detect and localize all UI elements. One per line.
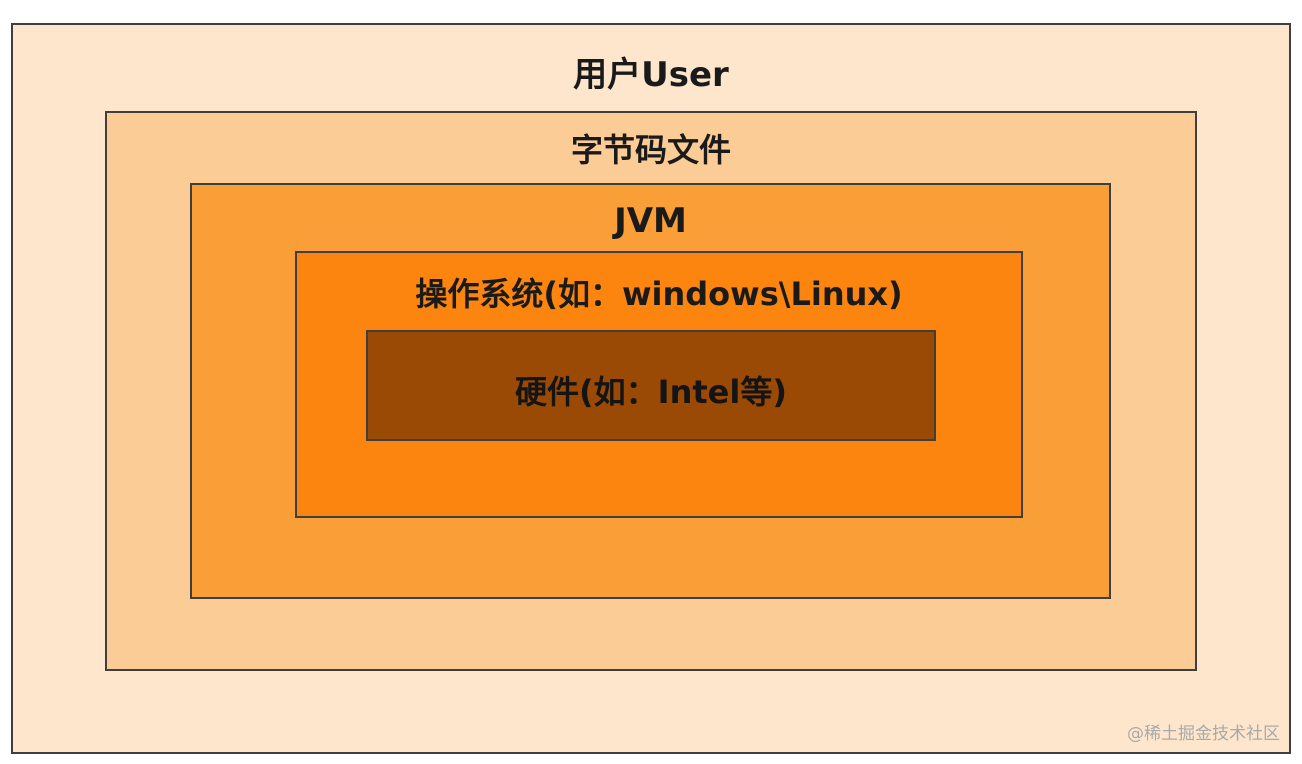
bytecode-layer-label: 字节码文件: [570, 131, 731, 169]
hardware-layer-box: 硬件(如：Intel等): [366, 330, 936, 441]
jvm-layer-label: JVM: [614, 201, 687, 241]
hardware-layer-label: 硬件(如：Intel等): [515, 373, 787, 411]
os-layer-label: 操作系统(如：windows\Linux): [415, 275, 903, 313]
user-layer-label: 用户User: [573, 55, 729, 95]
watermark: @稀土掘金技术社区: [1127, 724, 1280, 744]
